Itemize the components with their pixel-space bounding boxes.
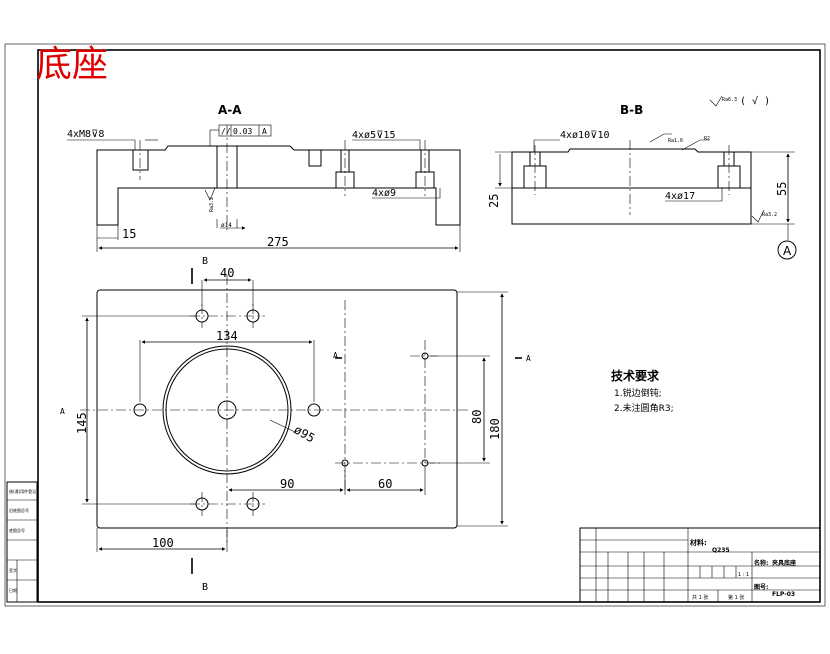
sheet-total: 共 1 张	[692, 594, 708, 601]
material-value: Q235	[712, 547, 730, 554]
central-bore-inner	[165, 348, 289, 472]
bb-ra-top: Ra1.6	[668, 138, 683, 144]
aa-dim-length: 275	[267, 235, 289, 249]
hole	[307, 403, 321, 417]
dim-bore-dia: ø95	[292, 422, 318, 445]
bb-dim-height: 55	[775, 182, 789, 196]
aa-dim-step: 15	[122, 227, 136, 241]
scale: 1 : 1	[738, 572, 749, 578]
section-bb-view: 4xø10⊽10 Ra1.6 R2 4xø17 25 55 Ra3.2 A	[487, 130, 797, 260]
aa-cbore-note: 4xø5⊽15	[352, 130, 395, 141]
section-aa-label: A-A	[218, 103, 242, 117]
hole	[133, 403, 147, 417]
side-strip-label: 底图总号	[9, 527, 25, 533]
tech-req-heading: 技术要求	[611, 368, 660, 383]
aa-cbore-dia: 4xø9	[372, 188, 396, 199]
bb-ra-bottom: Ra3.2	[762, 212, 777, 218]
section-mark-a-left: A	[60, 407, 65, 416]
section-aa-view: 4xM8⊽8 // 0.03 A 4xø5⊽15 4xø9 Ra3.2 ø14 …	[67, 124, 461, 252]
dim-60: 60	[378, 477, 392, 491]
roughness-general: Ra6.3 ( √ )	[709, 95, 770, 107]
dim-90: 90	[280, 477, 294, 491]
side-strip-label: 借(通)用件登记	[9, 488, 36, 494]
tol-symbol: //	[221, 127, 231, 136]
side-strip: 借(通)用件登记 旧底图总号 底图总号 签字 日期	[6, 481, 38, 603]
section-mark-a-mid: A	[333, 351, 338, 360]
dim-180: 180	[488, 418, 502, 440]
datum-a-label: A	[783, 244, 792, 258]
bb-dim-step: 25	[487, 194, 501, 208]
dim-145: 145	[75, 412, 89, 434]
bb-holes-note: 4xø10⊽10	[560, 130, 609, 141]
side-strip-label: 旧底图总号	[9, 507, 29, 513]
aa-tapped-note: 4xM8⊽8	[67, 129, 104, 140]
name-label: 名称:	[754, 559, 768, 567]
dim-40: 40	[220, 266, 234, 280]
central-hole	[217, 400, 237, 420]
aa-roughness: Ra3.2	[209, 197, 215, 212]
section-mark-b-top: B	[202, 256, 208, 267]
drawing-no-value: FLP-03	[772, 591, 795, 598]
bb-cbore-note: 4xø17	[665, 191, 695, 202]
dim-134: 134	[216, 329, 238, 343]
tech-req-item: 2.未注圆角R3;	[614, 402, 674, 414]
drawing-title: 底座	[36, 44, 108, 85]
tol-value: 0.03	[233, 127, 252, 136]
sheet-number: 第 1 张	[728, 594, 744, 601]
dim-80: 80	[470, 410, 484, 424]
side-strip-label: 签字	[9, 567, 17, 573]
name-value: 夹具底座	[772, 559, 796, 567]
dim-100: 100	[152, 536, 174, 550]
tolerance-frame	[218, 124, 272, 137]
side-strip-label: 日期	[9, 587, 17, 593]
section-mark-b-bottom: B	[202, 582, 208, 593]
bb-fillet: R2	[704, 136, 710, 142]
technical-requirements: 技术要求 1.锐边倒钝; 2.未注圆角R3;	[611, 368, 674, 414]
roughness-check: ( √ )	[740, 95, 770, 107]
central-bore-outer	[162, 345, 292, 475]
inner-border	[37, 49, 821, 603]
roughness-general-value: Ra6.3	[722, 97, 737, 103]
section-bb-label: B-B	[620, 103, 643, 117]
material-label: 材料:	[689, 538, 707, 547]
plan-view: B B A A A 40 134 ø95 145 80	[60, 256, 531, 593]
aa-center-hole: ø14	[221, 222, 232, 229]
title-block: 材料: Q235 名称: 夹具底座 图号: FLP-03 共 1 张 第 1 张…	[579, 527, 821, 603]
section-mark-a-right: A	[526, 354, 531, 363]
tech-req-item: 1.锐边倒钝;	[614, 387, 662, 399]
datum-a-circle	[777, 240, 797, 260]
drawing-no-label: 图号:	[754, 583, 768, 591]
outer-border	[4, 43, 826, 607]
tol-datum: A	[262, 127, 267, 136]
